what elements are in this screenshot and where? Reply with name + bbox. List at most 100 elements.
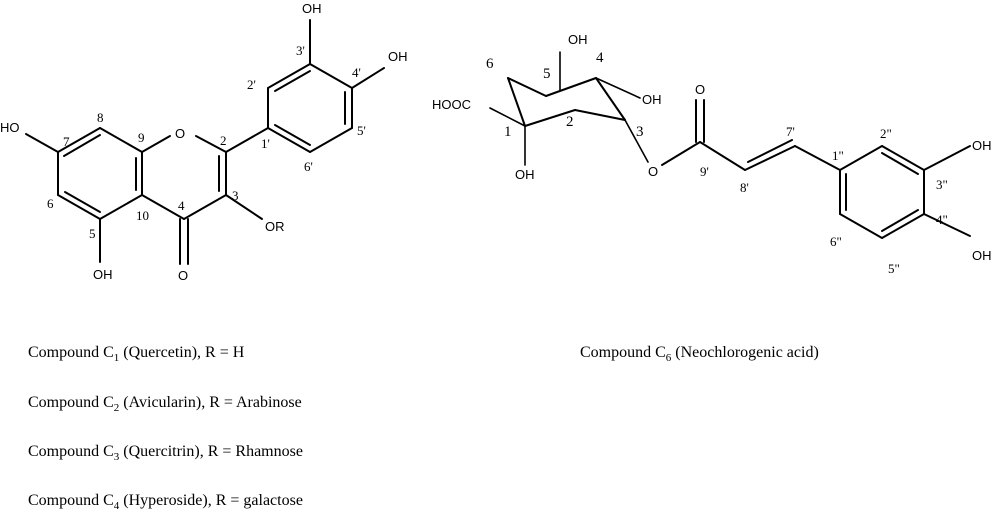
bond-c3pp-oh <box>923 145 971 171</box>
bond-c7-ho <box>25 133 59 153</box>
dbond-c6p-c1p <box>274 124 311 146</box>
caption-c4-suffix: (Hyperoside), R = galactose <box>119 492 303 509</box>
atom-or-3: OR <box>265 219 285 234</box>
bond-q1-cooh <box>489 107 526 127</box>
pos-4: 4 <box>178 198 185 213</box>
bond-c4p-oh <box>351 67 385 89</box>
caption-c4-sub: 4 <box>113 500 120 513</box>
pos-9p: 9' <box>700 164 709 179</box>
atom-oh-3p: OH <box>302 1 322 16</box>
pos-q2: 2 <box>566 114 574 130</box>
atom-ho-7: HO <box>0 120 20 135</box>
pos-9: 9 <box>138 130 145 145</box>
pos-8p: 8' <box>740 180 749 195</box>
pos-8: 8 <box>97 110 104 125</box>
caption-compound-c1: Compound C1 (Quercetin), R = H <box>28 344 244 364</box>
pos-q5: 5 <box>543 66 551 82</box>
bond-o-c9p <box>661 141 701 166</box>
dbond-c2pp-c3pp <box>881 152 919 175</box>
bond-q3-o <box>624 119 649 163</box>
pos-3p: 3' <box>296 43 305 58</box>
bond-c8-c9 <box>99 127 143 153</box>
caption-c3-prefix: Compound C <box>28 443 114 460</box>
pos-5: 5 <box>89 226 96 241</box>
pos-6p: 6' <box>304 159 313 174</box>
dbond-c8p-c7p <box>747 139 793 163</box>
caption-c6-suffix: (Neochlorogenic acid) <box>671 344 819 361</box>
bond-q1-q6 <box>507 77 526 127</box>
pos-3pp: 3" <box>936 177 948 192</box>
pos-q3: 3 <box>636 124 644 140</box>
pos-q4: 4 <box>596 50 604 66</box>
bond-c3-c4 <box>183 194 227 220</box>
bond-q4-q3 <box>595 77 626 121</box>
bond-c2-c1p <box>225 127 269 153</box>
atom-oh-4p: OH <box>388 49 408 64</box>
caption-compound-c2: Compound C2 (Avicularin), R = Arabinose <box>28 394 302 414</box>
pos-7: 7 <box>63 134 70 149</box>
atom-oh-5: OH <box>93 267 113 282</box>
dbond-c2p-c3p <box>274 70 311 92</box>
bond-q2-q1 <box>524 109 576 127</box>
bond-q6-q5 <box>507 77 547 97</box>
caption-c2-suffix: (Avicularin), R = Arabinose <box>119 394 302 411</box>
pos-5p: 5' <box>357 123 366 138</box>
atom-oh-1: OH <box>515 167 535 182</box>
atom-o-ester: O <box>648 164 658 179</box>
bond-c3p-c4p <box>309 63 353 89</box>
pos-q6: 6 <box>486 56 494 72</box>
caption-compound-c3: Compound C3 (Quercitrin), R = Rhamnose <box>28 443 303 463</box>
bond-c7p-c1pp <box>794 145 841 171</box>
bond-o1-c2 <box>195 135 227 153</box>
pos-q1: 1 <box>504 124 512 140</box>
pos-2p: 2' <box>247 77 256 92</box>
pos-5pp: 5" <box>888 261 900 276</box>
pos-7p: 7' <box>786 124 795 139</box>
dbond-c4pp-c5pp <box>881 209 919 232</box>
caption-c2-sub: 2 <box>113 402 120 415</box>
atom-hooc: HOOC <box>432 97 471 112</box>
caption-c2-prefix: Compound C <box>28 394 114 411</box>
bond-c2p-c3p <box>267 63 311 89</box>
bond-q4-oh <box>595 77 641 99</box>
caption-c3-sub: 3 <box>113 451 120 464</box>
dbond-c5-c6 <box>64 191 101 213</box>
pos-4pp: 4" <box>936 212 948 227</box>
bond-c4pp-c5pp <box>881 213 925 239</box>
caption-compound-c6: Compound C6 (Neochlorogenic acid) <box>580 344 819 364</box>
atom-oh-5: OH <box>568 32 588 47</box>
quercetin-structure: HO OH O O OR OH OH 8 9 7 6 5 10 4 3 2 1'… <box>0 1 408 283</box>
atom-oh-4: OH <box>642 92 662 107</box>
pos-6: 6 <box>47 196 54 211</box>
caption-c4-prefix: Compound C <box>28 492 114 509</box>
pos-4p: 4' <box>352 65 361 80</box>
caption-c6-prefix: Compound C <box>580 344 666 361</box>
bond-c4pp-oh <box>923 213 971 237</box>
pos-10: 10 <box>136 208 149 223</box>
bond-c3-or <box>225 194 263 220</box>
pos-6pp: 6" <box>830 234 842 249</box>
atom-oh-4pp: OH <box>972 248 992 263</box>
atom-oh-3pp: OH <box>972 138 992 153</box>
atom-o-carbonyl: O <box>695 82 705 97</box>
pos-3: 3 <box>232 188 239 203</box>
bond-c8p-c7p <box>744 145 796 171</box>
bond-q3-q2 <box>574 109 626 121</box>
bond-c5-c6 <box>57 194 101 220</box>
bond-c5pp-c6pp <box>839 213 883 239</box>
caption-c6-sub: 6 <box>665 352 672 365</box>
bond-c9p-c8p <box>699 141 746 171</box>
bond-c10-c5 <box>99 194 143 220</box>
pos-2pp: 2" <box>880 126 892 141</box>
bond-c7-c8 <box>57 127 101 153</box>
caption-c1-sub: 1 <box>113 352 120 365</box>
neochlorogenic-structure: HOOC OH OH OH O O OH OH 6 5 4 3 2 1 9' 8… <box>432 32 992 276</box>
caption-c1-prefix: Compound C <box>28 344 114 361</box>
caption-compound-c4: Compound C4 (Hyperoside), R = galactose <box>28 492 303 512</box>
caption-c1-suffix: (Quercetin), R = H <box>119 344 245 361</box>
pos-2: 2 <box>220 133 227 148</box>
atom-o-ring: O <box>175 126 185 141</box>
bond-c2pp-c3pp <box>881 145 925 171</box>
bond-c1pp-c2pp <box>839 145 883 171</box>
